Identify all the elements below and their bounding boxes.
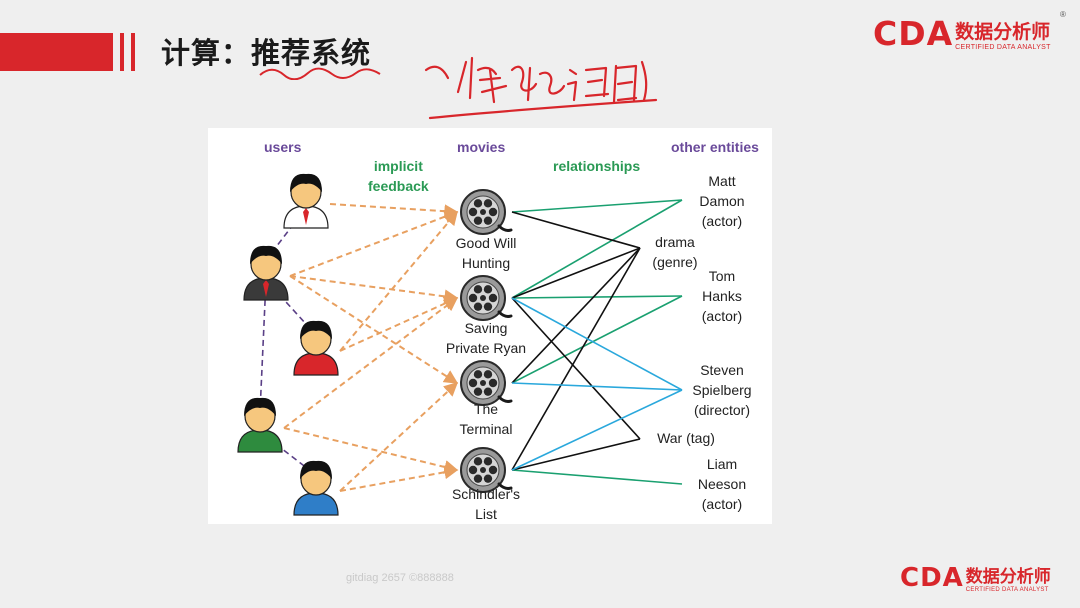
slide-title: 计算：推荐系统 bbox=[161, 36, 372, 70]
feedback-arrow bbox=[289, 275, 459, 384]
film-reel-icon bbox=[460, 447, 513, 493]
feedback-arrow bbox=[283, 297, 459, 429]
title-underline-squiggle bbox=[259, 67, 381, 80]
feedback-arrow bbox=[339, 210, 458, 352]
feedback-arrow bbox=[329, 203, 459, 219]
logo-registered: ® bbox=[1060, 10, 1066, 19]
logo-cn: 数据分析师 bbox=[955, 20, 1051, 43]
relation-genre bbox=[511, 211, 641, 249]
relation-tag bbox=[511, 438, 641, 471]
user-link bbox=[259, 279, 267, 413]
watermark: gitdiag 2657 ©888888 bbox=[346, 572, 454, 584]
user-avatar-icon bbox=[283, 173, 329, 229]
relation-tag bbox=[511, 297, 641, 440]
entity-label-matt-damon: Matt Damon (actor) bbox=[699, 173, 745, 229]
movie-label-saving-private-ryan: Saving Private Ryan bbox=[445, 320, 527, 356]
header-users: users bbox=[264, 139, 302, 155]
logo-en: CERTIFIED DATA ANALYST bbox=[965, 587, 1049, 593]
entity-label-steven-spielberg: Steven Spielberg (director) bbox=[692, 362, 752, 418]
entity-label-liam-neeson: Liam Neeson (actor) bbox=[697, 456, 747, 512]
logo-cn: 数据分析师 bbox=[965, 567, 1051, 587]
feedback-arrow bbox=[339, 382, 459, 492]
film-reel-icon bbox=[460, 275, 513, 321]
movie-label-good-will-hunting: Good Will Hunting bbox=[455, 235, 517, 271]
relation-actor bbox=[511, 199, 683, 299]
header-relationships: relationships bbox=[553, 158, 641, 174]
cda-logo-footer: CDA 数据分析师 CERTIFIED DATA ANALYST bbox=[900, 562, 1051, 594]
movie-label-the-terminal: The Terminal bbox=[459, 401, 513, 437]
user-avatar-icon bbox=[293, 460, 339, 516]
header-implicit-feedback: implicit feedback bbox=[368, 158, 429, 194]
title-accent-tick bbox=[131, 33, 135, 71]
diagram-graph bbox=[237, 173, 683, 516]
entity-label-tom-hanks: Tom Hanks (actor) bbox=[701, 268, 743, 324]
relation-director bbox=[511, 382, 683, 391]
relation-actor bbox=[511, 199, 683, 213]
title-accent-tick bbox=[120, 33, 124, 71]
title-accent-bar bbox=[0, 33, 113, 71]
cda-logo: CDA 数据分析师 CERTIFIED DATA ANALYST ® bbox=[873, 10, 1066, 53]
entity-label-drama: drama (genre) bbox=[652, 234, 698, 270]
relation-actor bbox=[511, 469, 683, 485]
relation-director bbox=[511, 389, 683, 471]
logo-en: CERTIFIED DATA ANALYST bbox=[955, 43, 1051, 51]
user-avatar-icon bbox=[293, 320, 339, 376]
logo-mark: CDA bbox=[873, 14, 954, 53]
handwritten-annotation bbox=[424, 56, 658, 120]
relation-actor bbox=[511, 295, 683, 299]
relation-director bbox=[511, 297, 683, 391]
header-other-entities: other entities bbox=[671, 139, 759, 155]
user-avatar-icon bbox=[243, 245, 289, 301]
movie-label-schindlers-list: Schindler's List bbox=[451, 486, 521, 522]
header-movies: movies bbox=[457, 139, 506, 155]
film-reel-icon bbox=[460, 189, 513, 235]
recommendation-diagram: users implicit feedback movies relations… bbox=[208, 128, 772, 524]
feedback-arrow bbox=[339, 296, 459, 352]
relation-genre bbox=[511, 247, 641, 471]
logo-mark: CDA bbox=[900, 562, 964, 593]
entity-label-war-tag: War (tag) bbox=[657, 430, 715, 446]
relation-genre bbox=[511, 247, 641, 384]
feedback-arrow bbox=[289, 275, 459, 304]
user-avatar-icon bbox=[237, 397, 283, 453]
film-reel-icon bbox=[460, 360, 513, 406]
relation-actor bbox=[511, 295, 683, 384]
relation-genre bbox=[511, 247, 641, 299]
